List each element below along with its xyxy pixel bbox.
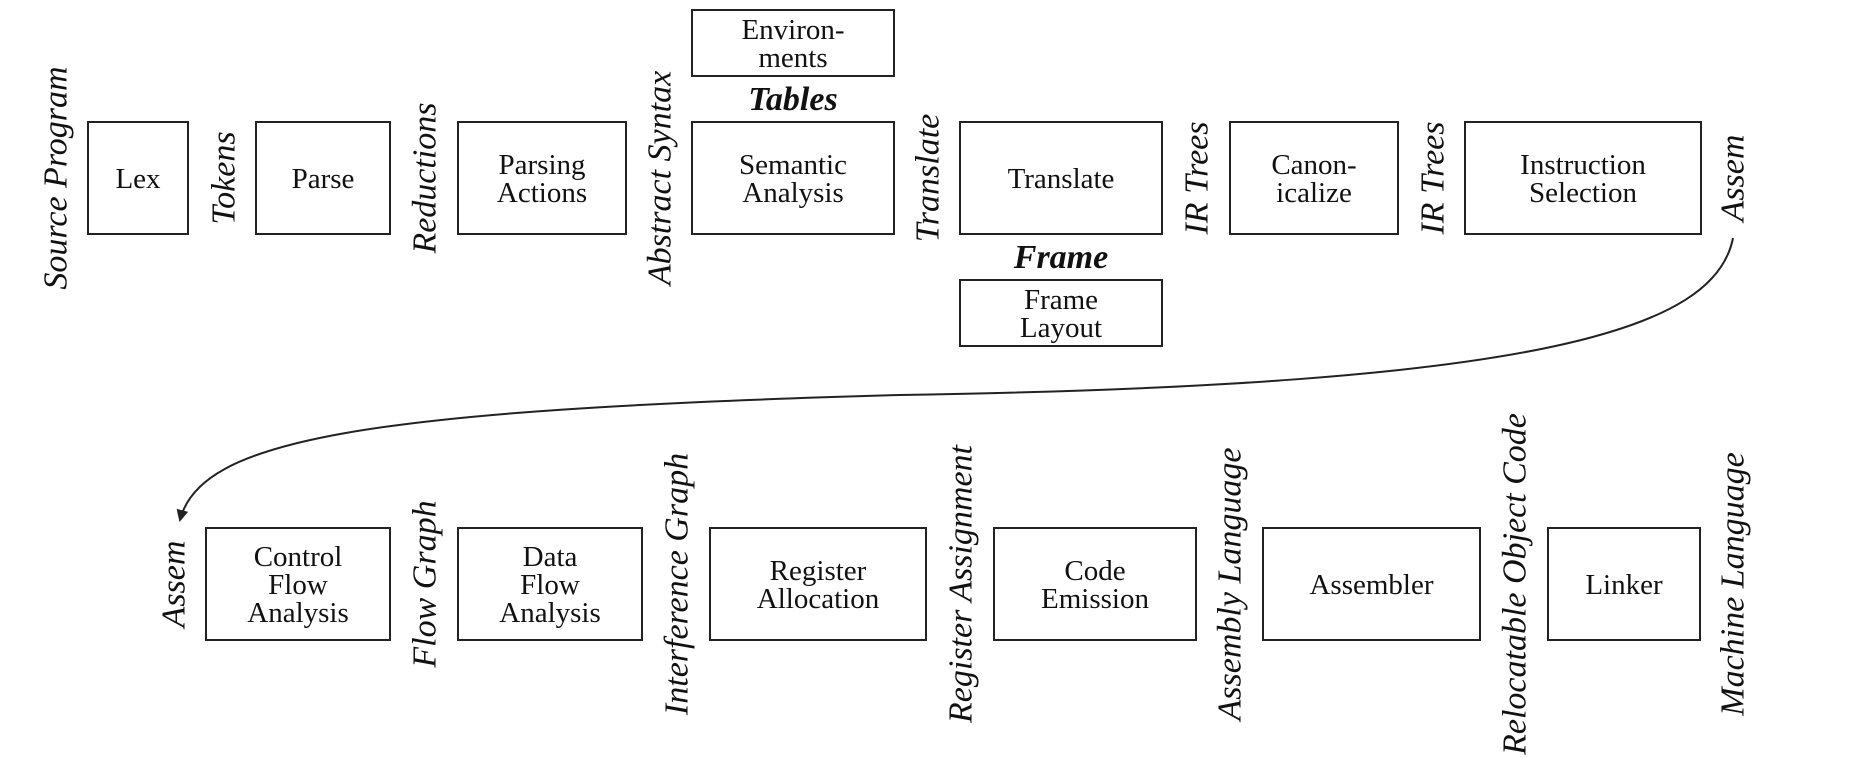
data-flow-analysis-label-line: Flow (520, 569, 580, 601)
assembler-box (1262, 527, 1481, 641)
code-emission-label-line: Emission (1041, 583, 1149, 615)
frame-layout-label-line: Frame (1024, 284, 1098, 316)
row1-flow-label: Assem (1715, 135, 1752, 224)
control-flow-analysis-label-line: Control (254, 541, 343, 573)
row1-flow-label: Source Program (38, 66, 75, 289)
row1-flow-label: IR Trees (1415, 121, 1452, 235)
frame-label: Frame (1013, 239, 1108, 276)
register-allocation-box (709, 527, 927, 641)
semantic-analysis-label-line: Analysis (742, 177, 844, 209)
parse-label-line: Parse (292, 163, 355, 195)
control-flow-analysis-label-line: Flow (268, 569, 328, 601)
code-emission-label-line: Code (1064, 555, 1125, 587)
linker-label-line: Linker (1585, 569, 1663, 601)
frame-layout-box (959, 279, 1163, 347)
data-flow-analysis-label-line: Analysis (499, 597, 601, 629)
frame-layout-label-line: Layout (1020, 312, 1102, 344)
parsing-actions-label-line: Parsing (499, 149, 586, 181)
row1-flow-label: IR Trees (1179, 121, 1216, 235)
parsing-actions-label-line: Actions (497, 177, 587, 209)
linker-box (1547, 527, 1701, 641)
environments-box (691, 9, 895, 77)
translate-label-line: Translate (1008, 163, 1115, 195)
row1-flow-label: Translate (910, 114, 947, 242)
row2-flow-label: Relocatable Object Code (1497, 413, 1534, 756)
row1-flow-label: Tokens (206, 131, 243, 224)
data-flow-analysis-label-line: Data (523, 541, 578, 573)
control-flow-analysis-box (205, 527, 391, 641)
code-emission-box (993, 527, 1197, 641)
row2-flow-label: Assembly Language (1212, 448, 1249, 723)
row2-flow-label: Flow Graph (407, 500, 444, 668)
register-allocation-label-line: Allocation (757, 583, 880, 615)
data-flow-analysis-box (457, 527, 643, 641)
assem-connector-arrow (176, 237, 1734, 522)
canonicalize-box (1229, 121, 1399, 235)
row1-flow-label: Reductions (407, 102, 444, 254)
canonicalize-label-line: icalize (1276, 177, 1352, 209)
semantic-analysis-label-line: Semantic (739, 149, 847, 181)
canonicalize-label-line: Canon- (1271, 149, 1356, 181)
translate-box (959, 121, 1163, 235)
lex-label-line: Lex (115, 163, 161, 195)
register-allocation-label-line: Register (770, 555, 867, 587)
instruction-selection-box (1464, 121, 1702, 235)
row2-flow-label: Register Assignment (943, 443, 980, 724)
lex-box (87, 121, 189, 235)
row2-flow-label: Machine Language (1715, 452, 1752, 716)
environments-label-line: Environ- (741, 14, 844, 46)
environments-label-line: ments (758, 42, 827, 74)
assembler-label-line: Assembler (1309, 569, 1433, 601)
instruction-selection-label-line: Selection (1529, 177, 1637, 209)
row1-flow-label: Abstract Syntax (642, 71, 679, 287)
labels-layer: Source Program Tokens Reductions Abstract S… (38, 66, 1752, 755)
instruction-selection-label-line: Instruction (1520, 149, 1646, 181)
parsing-actions-box (457, 121, 627, 235)
parse-box (255, 121, 391, 235)
semantic-analysis-box (691, 121, 895, 235)
row2-flow-label: Interference Graph (659, 453, 696, 716)
control-flow-analysis-label-line: Analysis (247, 597, 349, 629)
row2-flow-label: Assem (156, 541, 193, 630)
tables-label: Tables (748, 81, 837, 118)
